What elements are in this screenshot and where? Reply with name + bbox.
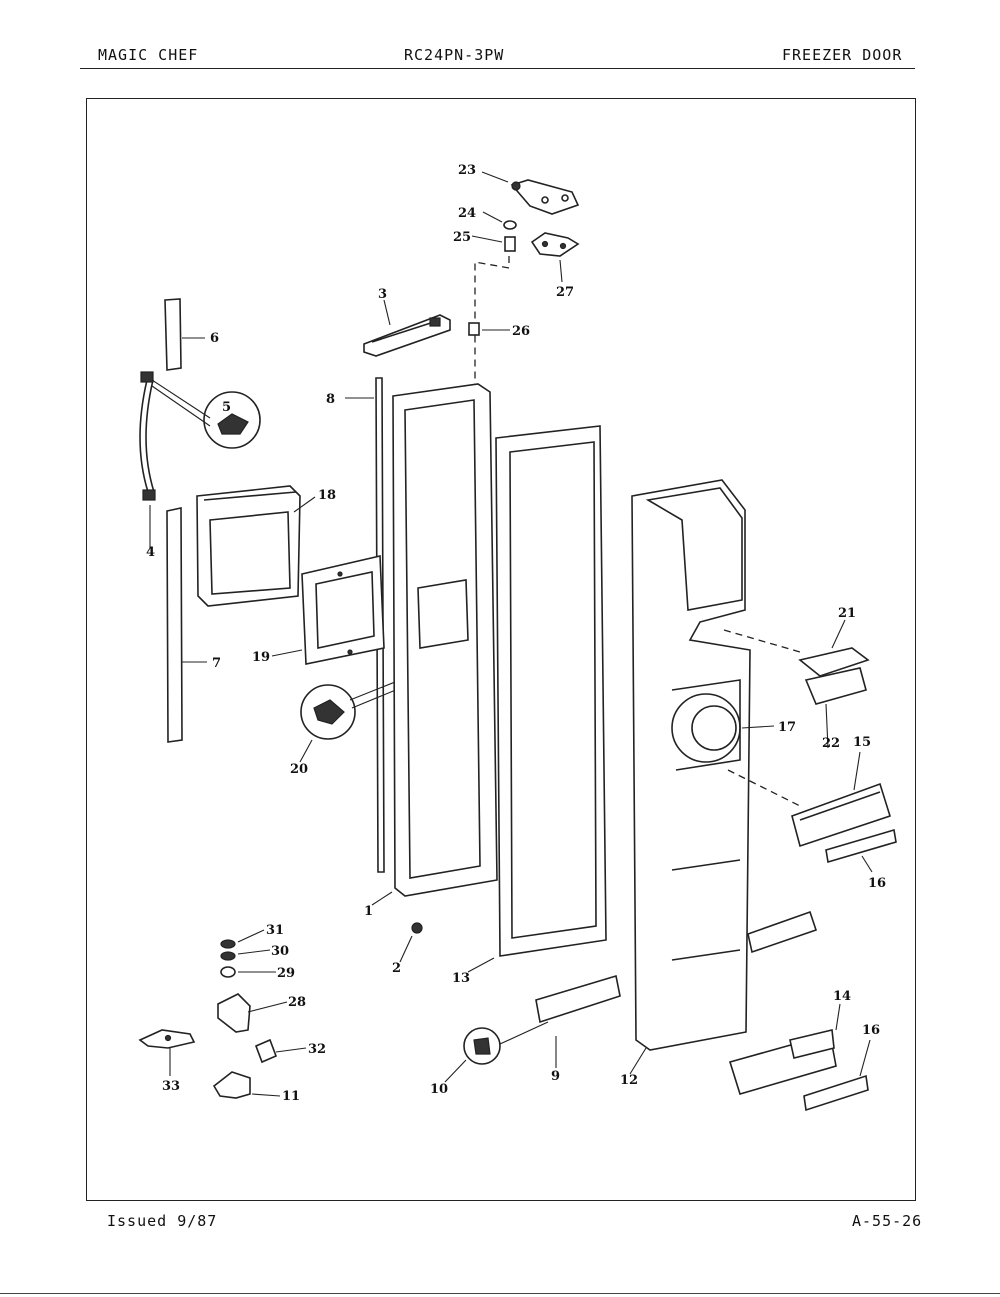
callout-20: 20 [290, 762, 308, 777]
part-washer [503, 220, 517, 230]
callout-21: 21 [838, 606, 856, 621]
callout-16-upper: 16 [868, 876, 886, 891]
bottom-rule [0, 1293, 1000, 1294]
callout-33: 33 [162, 1079, 180, 1094]
callout-12: 12 [620, 1073, 638, 1088]
part-trim-strip-upper [164, 298, 182, 371]
part-door-shelf-bin [791, 782, 891, 848]
callout-11: 11 [282, 1089, 300, 1104]
callout-5: 5 [222, 400, 231, 415]
part-shelf-retainer-lower [803, 1074, 869, 1112]
callout-4: 4 [146, 545, 155, 560]
callout-7: 7 [212, 656, 221, 671]
part-bottom-hinge-plate [138, 1029, 196, 1049]
callout-17: 17 [778, 720, 796, 735]
part-cam-detail-circle [463, 1021, 549, 1065]
callout-10: 10 [430, 1082, 448, 1097]
callout-31: 31 [266, 923, 284, 938]
part-inner-door-liner [392, 383, 498, 897]
callout-13: 13 [452, 971, 470, 986]
part-cam-bracket [254, 1038, 278, 1064]
callout-23: 23 [458, 163, 476, 178]
part-lower-trim-panel [535, 910, 818, 1024]
callout-22: 22 [822, 736, 840, 751]
part-bushing [504, 236, 516, 252]
diagram-frame [86, 98, 916, 1201]
callout-24: 24 [458, 206, 476, 221]
part-trim-strip-lower [166, 507, 183, 743]
callout-19: 19 [252, 650, 270, 665]
header-brand: MAGIC CHEF [98, 46, 199, 64]
callout-26: 26 [512, 324, 530, 339]
callout-25: 25 [453, 230, 471, 245]
part-shelf-retainer-upper [825, 828, 897, 864]
part-lower-door-bin [728, 1029, 837, 1095]
part-bottom-hinge-bracket [217, 993, 251, 1033]
callout-16-lower: 16 [862, 1023, 880, 1038]
callout-2: 2 [392, 961, 401, 976]
callout-28: 28 [288, 995, 306, 1010]
callout-32: 32 [308, 1042, 326, 1057]
part-hinge-shim [530, 232, 580, 257]
part-dispenser-housing [196, 485, 301, 607]
part-dispenser-door-panel [631, 479, 751, 1051]
part-gasket-screw [411, 922, 423, 934]
callout-18: 18 [318, 488, 336, 503]
callout-9: 9 [551, 1069, 560, 1084]
part-top-hinge [510, 179, 580, 215]
callout-14: 14 [833, 989, 851, 1004]
callout-6: 6 [210, 331, 219, 346]
callout-27: 27 [556, 285, 574, 300]
part-mounting-plate [301, 555, 385, 665]
footer-issued: Issued 9/87 [107, 1212, 218, 1230]
part-door-strap [139, 371, 156, 501]
part-strap-detail-circle [151, 379, 261, 449]
part-switch-detail-circle [300, 671, 421, 740]
callout-30: 30 [271, 944, 289, 959]
footer-page-code: A-55-26 [852, 1212, 923, 1230]
part-tray-holder [804, 667, 867, 705]
callout-15: 15 [853, 735, 871, 750]
part-door-gasket [495, 425, 607, 957]
part-spring [220, 939, 236, 961]
callout-29: 29 [277, 966, 295, 981]
leader-lines [149, 171, 873, 1097]
header-rule [80, 68, 915, 69]
part-ice-tray [798, 647, 870, 677]
part-hinge-collar [220, 966, 236, 978]
part-door-top-cap [363, 314, 451, 357]
part-door-stop [212, 1071, 251, 1099]
callout-8: 8 [326, 392, 335, 407]
callout-3: 3 [378, 287, 387, 302]
part-hinge-pin-bushing [468, 322, 480, 336]
header-section: FREEZER DOOR [782, 46, 903, 64]
header-model: RC24PN-3PW [404, 46, 505, 64]
callout-1: 1 [364, 904, 373, 919]
